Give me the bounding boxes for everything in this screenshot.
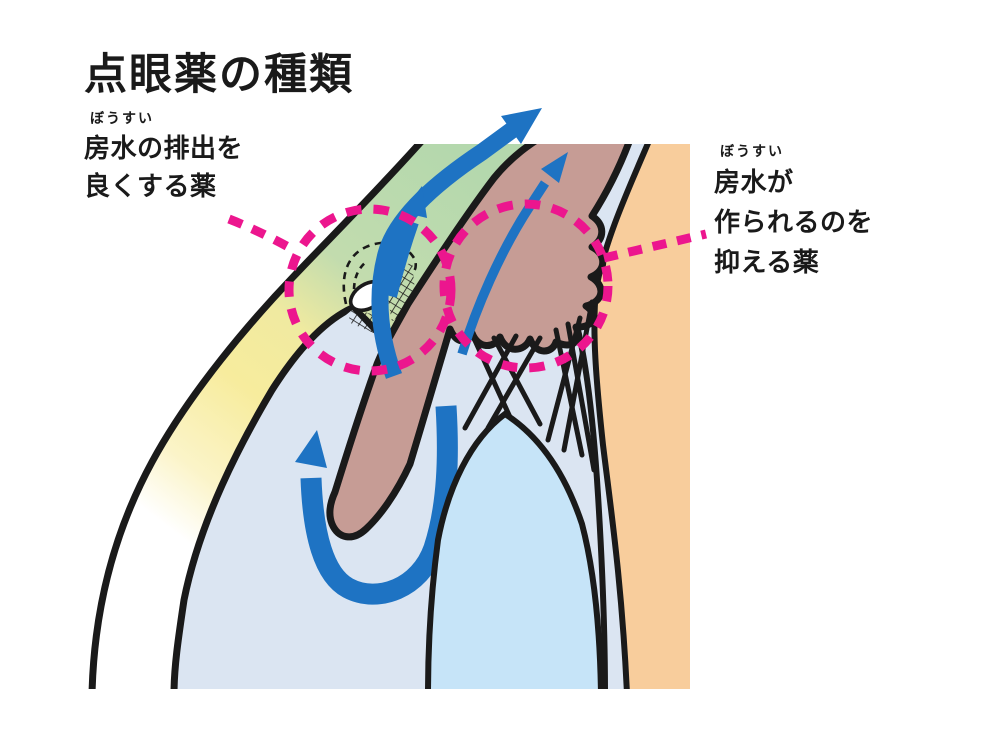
aqueous-circulation-arrowhead	[295, 430, 327, 468]
label-outflow-line-1: 房水の排出を	[84, 133, 244, 163]
label-production-line-3: 抑える薬	[714, 247, 820, 277]
furigana-right: ぼうすい	[720, 143, 784, 159]
connector-left-label	[227, 214, 297, 254]
label-outflow-drug: ぼうすい 房水の排出を 良くする薬	[84, 108, 243, 205]
outflow-arrow-uveoscleral-shaft	[457, 180, 549, 356]
posterior-chamber-boundary-line	[575, 329, 608, 689]
highlight-annotations	[227, 199, 708, 376]
label-production-line-2: 作られるのを	[714, 207, 874, 237]
highlight-circle-production	[439, 199, 613, 373]
orbital-tissue	[591, 144, 690, 689]
label-production-drug: ぼうすい 房水が 作られるのを 抑える薬	[714, 141, 873, 282]
page-title: 点眼薬の種類	[84, 51, 354, 99]
highlight-circle-outflow	[284, 204, 456, 376]
label-outflow-line-2: 良くする薬	[84, 171, 217, 201]
lens	[425, 410, 604, 689]
aqueous-outflow-arrows	[371, 108, 568, 379]
connector-right-label	[602, 229, 708, 263]
outflow-arrow-uveoscleral-head	[541, 152, 568, 183]
angle-recess-fluid	[316, 310, 390, 354]
furigana-left: ぼうすい	[90, 110, 154, 126]
outflow-arrow-main-head	[501, 108, 542, 144]
aqueous-circulation-arrow	[295, 405, 458, 605]
label-production-line-1: 房水が	[714, 167, 794, 197]
outflow-arrow-small-head	[402, 186, 427, 218]
outflow-arrow-main-shaft	[371, 123, 518, 379]
outflow-arrow-small-shaft	[383, 219, 419, 298]
